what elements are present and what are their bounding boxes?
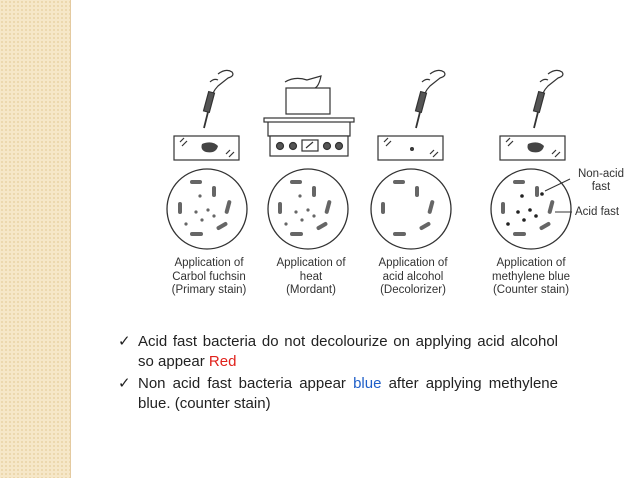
non-acid-pointer	[544, 178, 571, 192]
acid-fast-staining-figure	[166, 69, 572, 250]
step4-slide	[499, 135, 566, 161]
step4-dropper-hand	[532, 69, 564, 129]
step3-dropper-hand	[414, 69, 446, 129]
side-divider	[70, 0, 71, 478]
step1-slide	[173, 135, 240, 161]
caption-step-3: Application of acid alcohol (Decolorizer…	[378, 257, 448, 296]
bullet-item-1: ✓ Acid fast bacteria do not decolourize …	[118, 332, 558, 372]
decorative-side-strip	[0, 0, 70, 478]
bullet-text-1: Acid fast bacteria do not decolourize on…	[138, 333, 558, 370]
caption-step-2: Application of heat (Mordant)	[276, 257, 346, 296]
acid-fast-label: Acid fast	[575, 206, 620, 218]
red-highlight: Red	[208, 353, 237, 370]
checkmark-icon: ✓	[118, 375, 131, 392]
blue-highlight: blue	[353, 375, 382, 392]
caption-step-4: Application of methylene blue (Counter s…	[492, 257, 570, 296]
non-acid-fast-label: Non-acid fast	[577, 168, 625, 193]
field-3	[370, 168, 452, 250]
step2-heater	[263, 75, 355, 157]
bullet-text-2: Non acid fast bacteria appear blue after…	[138, 375, 558, 412]
bullet-item-2: ✓ Non acid fast bacteria appear blue aft…	[118, 374, 558, 414]
checkmark-icon: ✓	[118, 333, 131, 350]
caption-step-1: Application of Carbol fuchsin (Primary s…	[171, 257, 247, 296]
bullet-list: ✓ Acid fast bacteria do not decolourize …	[118, 332, 558, 416]
step3-slide	[377, 135, 444, 161]
step1-dropper-hand	[202, 69, 234, 129]
